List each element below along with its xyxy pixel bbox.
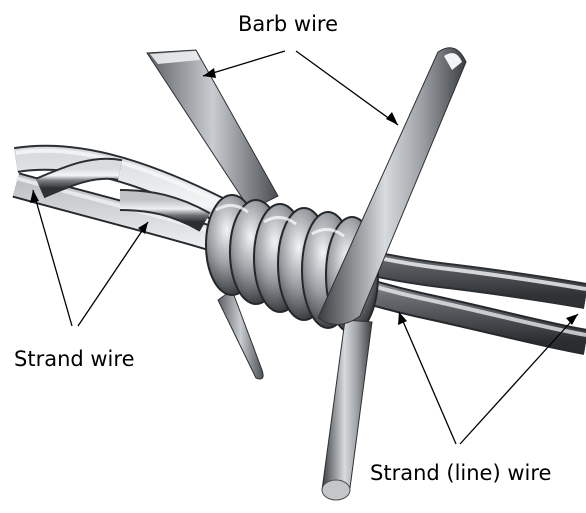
strand-pointer-right: [77, 221, 149, 327]
line-pointer-right: [459, 313, 579, 445]
arrowhead: [203, 68, 216, 78]
strand-line-wire-label: Strand (line) wire: [370, 461, 552, 485]
arrowhead: [566, 314, 578, 325]
barb-wire-label: Barb wire: [238, 12, 339, 36]
arrowhead: [386, 112, 398, 125]
arrowhead: [398, 312, 407, 325]
line-pointer-left: [398, 311, 457, 445]
barb-wire-upper-right: [317, 47, 467, 325]
strand-twist-left: [35, 157, 211, 232]
barb-wire-lower-left: [217, 289, 264, 380]
arrowhead: [138, 222, 148, 234]
strand-pointer-left: [32, 189, 73, 327]
barb-pointer-right: [295, 50, 399, 126]
pointer-lines: [32, 50, 579, 445]
barb-wire-upper-left: [146, 49, 279, 211]
arrowhead: [30, 190, 39, 203]
strand-wire-label: Strand wire: [14, 347, 135, 371]
barb-wire-lower-right: [321, 319, 373, 501]
barb-pointer-left: [202, 50, 286, 77]
pointer-arrowheads: [30, 68, 578, 325]
